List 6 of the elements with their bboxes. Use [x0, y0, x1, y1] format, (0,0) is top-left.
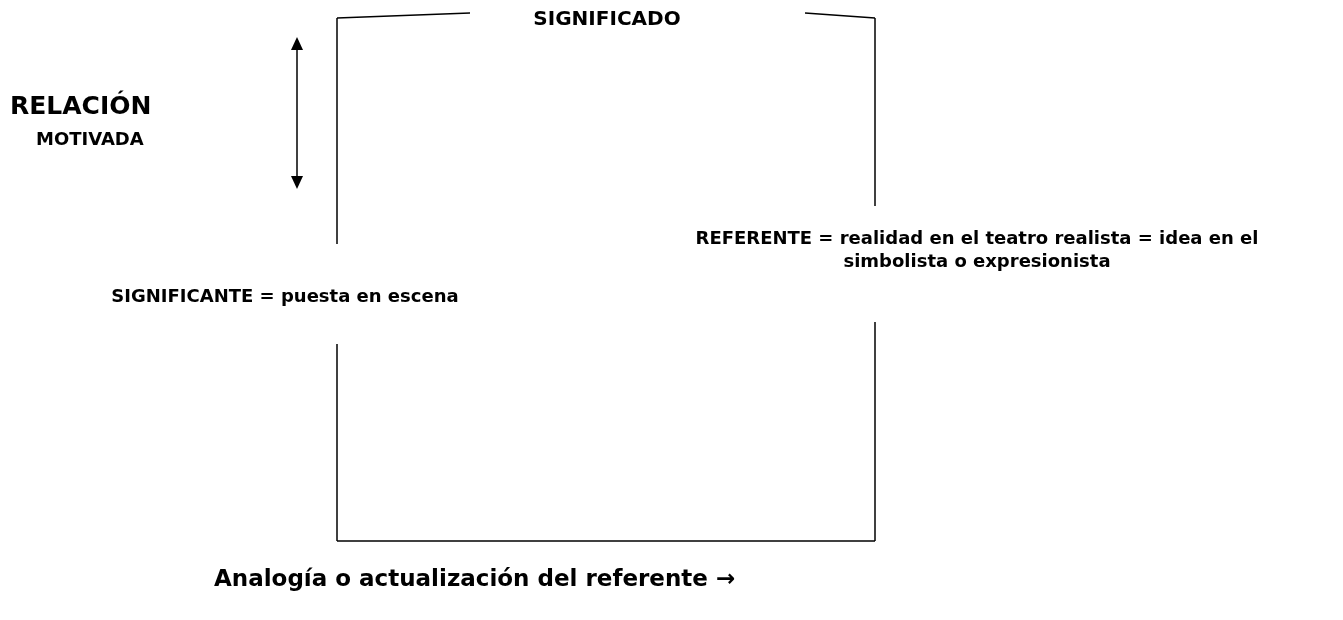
caption-text: Analogía o actualización del referente →	[214, 564, 736, 593]
box-title: SIGNIFICADO	[532, 6, 682, 31]
side-label: RELACIÓN	[10, 90, 152, 122]
side-label: MOTIVADA	[36, 128, 144, 151]
node-text: SIGNIFICANTE = puesta en escena	[110, 285, 460, 308]
node-text: REFERENTE = realidad en el teatro realista = idea en el simbolista o expresionista	[694, 227, 1260, 272]
